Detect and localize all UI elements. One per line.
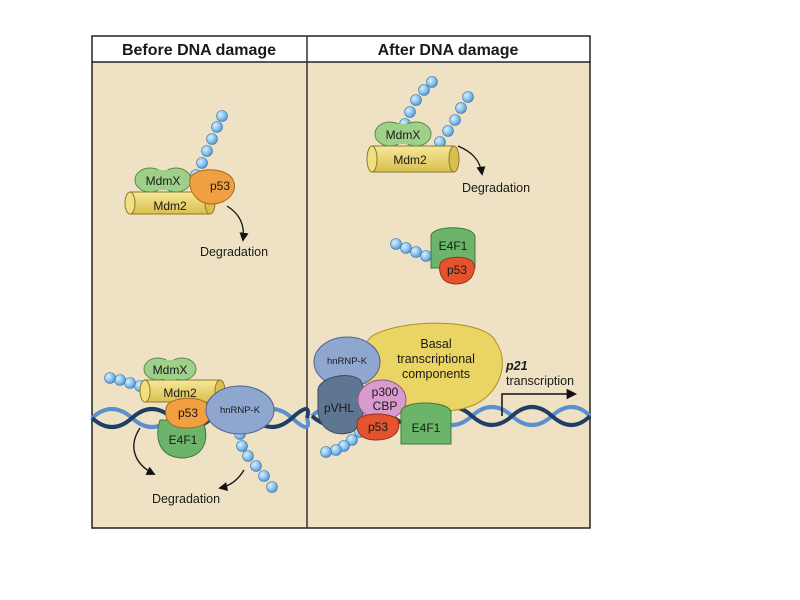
ubiquitin-bead <box>442 125 454 137</box>
right-top-complex: MdmX Mdm2 Degradation <box>366 76 530 195</box>
p21-label: p21 <box>505 359 528 373</box>
ubiquitin-bead <box>410 94 422 106</box>
p53-protein <box>189 169 235 205</box>
e4f1-label: E4F1 <box>439 239 468 253</box>
degradation-label: Degradation <box>200 245 268 259</box>
mdm2-label: Mdm2 <box>163 386 197 400</box>
ubiquitin-bead <box>346 434 358 446</box>
mdm2-cylinder <box>366 145 460 173</box>
degradation-label: Degradation <box>462 181 530 195</box>
basal-label-line2: transcriptional <box>397 352 475 366</box>
mdm2-label: Mdm2 <box>153 199 187 213</box>
hnrnpk-label: hnRNP-K <box>327 356 368 367</box>
ubiquitin-bead <box>330 444 342 456</box>
p53-protein <box>439 256 475 285</box>
ubiquitin-bead <box>426 76 438 88</box>
mdmx-label: MdmX <box>153 363 188 377</box>
hnrnpk-label: hnRNP-K <box>220 405 261 416</box>
p53-label: p53 <box>210 179 230 193</box>
ubiquitin-bead <box>104 372 116 384</box>
ubiquitin-bead <box>216 110 228 122</box>
e4f1-label: E4F1 <box>169 433 198 447</box>
p300-label: p300 <box>372 385 399 399</box>
transcription-label: transcription <box>506 374 574 388</box>
before-header: Before DNA damage <box>122 42 276 59</box>
ubiquitin-beads <box>190 110 228 181</box>
e4f1-protein <box>157 419 207 459</box>
degradation-arrow <box>226 205 249 242</box>
degradation-arrow <box>218 469 245 492</box>
ubiquitin-bead <box>462 91 474 103</box>
degradation-label: Degradation <box>152 492 220 506</box>
ubiquitin-bead <box>404 106 416 118</box>
ubiquitin-bead <box>250 460 262 472</box>
mdmx-label: MdmX <box>386 128 421 142</box>
p53-protein <box>165 397 212 429</box>
figure-frame <box>91 35 591 529</box>
ubiquitin-bead <box>211 121 223 133</box>
ubiquitin-bead <box>390 238 402 250</box>
ubiquitin-bead <box>124 377 136 389</box>
ubiquitin-bead <box>420 250 432 262</box>
ubiquitin-bead <box>236 440 248 452</box>
p53-label: p53 <box>368 420 388 434</box>
ubiquitin-bead <box>410 246 422 258</box>
ubiquitin-bead <box>242 450 254 462</box>
ubiquitin-bead <box>114 374 126 386</box>
pvhl-label: pVHL <box>324 401 354 415</box>
hnrnpk-protein <box>205 385 275 435</box>
p53-label: p53 <box>447 263 467 277</box>
right-bottom-complex: hnRNP-K pVHL p300 CBP p53 E4F1 Basal tra… <box>313 322 578 458</box>
right-middle-complex: E4F1 p53 <box>390 227 476 285</box>
cbp-label: CBP <box>373 399 398 413</box>
ubiquitin-bead <box>418 84 430 96</box>
mdmx-protein <box>143 357 197 381</box>
left-top-complex: MdmX Mdm2 p53 Degradation <box>124 110 268 259</box>
p53-label: p53 <box>178 406 198 420</box>
left-panel-bg <box>92 62 307 528</box>
after-header: After DNA damage <box>378 42 519 59</box>
basal-label-line3: components <box>402 367 470 381</box>
mdmx-protein <box>374 121 432 147</box>
degradation-arrow <box>133 427 156 475</box>
ubiquitin-bead <box>266 481 278 493</box>
right-panel-bg <box>307 62 590 528</box>
mdmx-protein <box>134 167 192 193</box>
transcription-arrow <box>501 388 578 416</box>
ubiquitin-bead <box>400 242 412 254</box>
left-bottom-complex: MdmX Mdm2 p53 E4F1 hnRNP-K Degradation <box>104 357 278 506</box>
ubiquitin-bead <box>320 446 332 458</box>
p53-protein <box>356 413 400 441</box>
degradation-arrow <box>457 145 486 176</box>
ubiquitin-bead <box>206 133 218 145</box>
ubiquitin-beads <box>434 91 474 148</box>
mdmx-label: MdmX <box>146 174 181 188</box>
ubiquitin-bead <box>455 102 467 114</box>
mdm2-label: Mdm2 <box>393 153 427 167</box>
e4f1-label: E4F1 <box>412 421 441 435</box>
ubiquitin-bead <box>196 157 208 169</box>
ubiquitin-bead <box>258 470 270 482</box>
ubiquitin-bead <box>201 145 213 157</box>
ubiquitin-bead <box>449 114 461 126</box>
e4f1-protein <box>400 402 452 445</box>
basal-label-line1: Basal <box>420 337 451 351</box>
